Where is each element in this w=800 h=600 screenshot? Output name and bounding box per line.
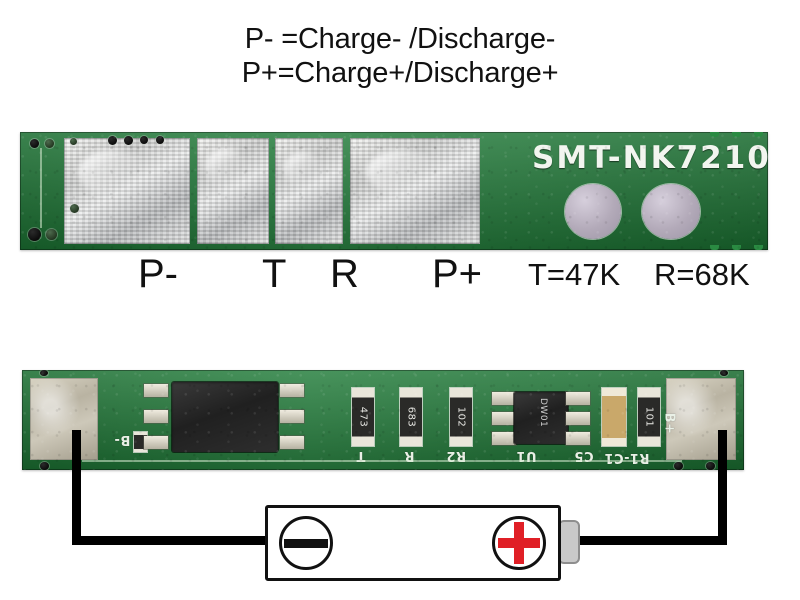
trace-left-vertical: [40, 148, 42, 228]
edge-notch-tr-1: [710, 132, 719, 137]
via-bottom-left-1: [28, 228, 41, 241]
resistor-code-473: 473: [357, 406, 369, 428]
solder-pad-r: [275, 138, 343, 244]
via-top-left-2: [45, 139, 54, 148]
resistor-code-102: 102: [455, 406, 467, 428]
via-br-2: [706, 462, 715, 470]
solder-pad-p-minus: [64, 138, 190, 244]
via-row-3: [140, 136, 148, 144]
pad-sheen-2: [205, 148, 247, 188]
lead-r1: [280, 384, 304, 397]
capacitor-c1: [602, 388, 626, 446]
via-br-1: [674, 462, 683, 470]
top-pcb-front-view: SMT-NK7210: [20, 132, 768, 250]
lead-r2: [280, 410, 304, 423]
via-divider-2: [70, 204, 79, 213]
via-bl-top: [40, 370, 48, 376]
edge-notch-tr-2: [732, 132, 741, 137]
battery-cell: [265, 505, 561, 581]
thermistor-value-label: T=47K: [528, 257, 621, 292]
battery-negative-pad: [30, 378, 98, 460]
edge-notch-br-2: [732, 245, 741, 250]
resistor-r2-102: 102: [450, 388, 472, 446]
via-bl-bot: [40, 462, 49, 470]
pad-sheen-3: [283, 152, 323, 188]
round-pad-right: [642, 184, 700, 239]
battery-positive-nub: [558, 520, 580, 564]
ic-marking-dw01: DW01: [538, 398, 548, 428]
wire-positive-vertical: [718, 430, 727, 545]
battery-negative-terminal-icon: [279, 516, 333, 570]
solder-pad-p-plus: [350, 138, 480, 244]
round-pad-left: [565, 184, 621, 239]
wire-positive-horizontal: [560, 536, 727, 545]
protection-ic-dw01: DW01: [514, 392, 568, 444]
resistor-code-683: 683: [405, 406, 417, 428]
terminal-label-row: P- T R P+ T=47K R=68K: [0, 252, 800, 296]
via-top-left-1: [30, 139, 39, 148]
resistor-value-label: R=68K: [654, 257, 750, 292]
mosfet-q1: [172, 382, 278, 452]
dw01-lead-r2: [566, 412, 590, 425]
lead-group-right: [280, 384, 306, 450]
via-row-4: [156, 136, 164, 144]
plus-sign-icon-vertical: [514, 522, 524, 564]
board-part-number: SMT-NK7210: [532, 140, 768, 176]
dw01-lead-l2: [492, 412, 516, 425]
trace-bottom-rail: [82, 460, 682, 462]
resistor-rt-473: 473: [352, 388, 374, 446]
legend-line-charge-minus: P- =Charge- /Discharge-: [244, 23, 556, 55]
edge-notch-tr-3: [754, 132, 763, 137]
via-row-2: [124, 136, 133, 145]
edge-notch-br-1: [710, 245, 719, 250]
battery-positive-terminal-icon: [492, 516, 546, 570]
lead-group-left: [144, 384, 170, 450]
via-divider-1: [70, 138, 77, 145]
wire-negative-horizontal: [72, 536, 268, 545]
dw01-lead-r3: [566, 432, 590, 445]
wire-negative-vertical: [72, 430, 81, 545]
lead-l3: [144, 436, 168, 449]
legend-line-charge-plus: P+=Charge+/Discharge+: [241, 57, 559, 89]
edge-notch-br-3: [754, 245, 763, 250]
resistor-r1-101: 101: [638, 388, 660, 446]
silk-r1-c1: R1-C1: [604, 450, 650, 465]
terminal-label-r: R: [330, 252, 359, 296]
pad-sheen-1: [78, 150, 148, 196]
lead-l1: [144, 384, 168, 397]
pad-sheen-4: [366, 150, 440, 194]
silk-b-plus: B+: [661, 412, 677, 435]
lead-l2: [144, 410, 168, 423]
connector-pad-left: [134, 432, 147, 452]
legend-text-block: P- =Charge- /Discharge- P+=Charge+/Disch…: [0, 22, 800, 90]
minus-sign-icon: [284, 539, 328, 548]
via-br-3: [720, 370, 728, 376]
dw01-lead-r1: [566, 392, 590, 405]
terminal-label-t: T: [262, 252, 287, 296]
resistor-code-101: 101: [643, 406, 655, 428]
silk-b-minus: B-: [114, 432, 131, 447]
bottom-pcb-component-view: B- 473 T 683 R 102 R2: [22, 370, 744, 470]
via-bottom-left-2: [46, 229, 57, 240]
dw01-lead-l1: [492, 392, 516, 405]
lead-r3: [280, 436, 304, 449]
resistor-r-683: 683: [400, 388, 422, 446]
terminal-label-p-minus: P-: [138, 252, 178, 296]
via-row-1: [108, 136, 117, 145]
dw01-lead-l3: [492, 432, 516, 445]
terminal-label-p-plus: P+: [432, 252, 483, 296]
solder-pad-t: [197, 138, 269, 244]
